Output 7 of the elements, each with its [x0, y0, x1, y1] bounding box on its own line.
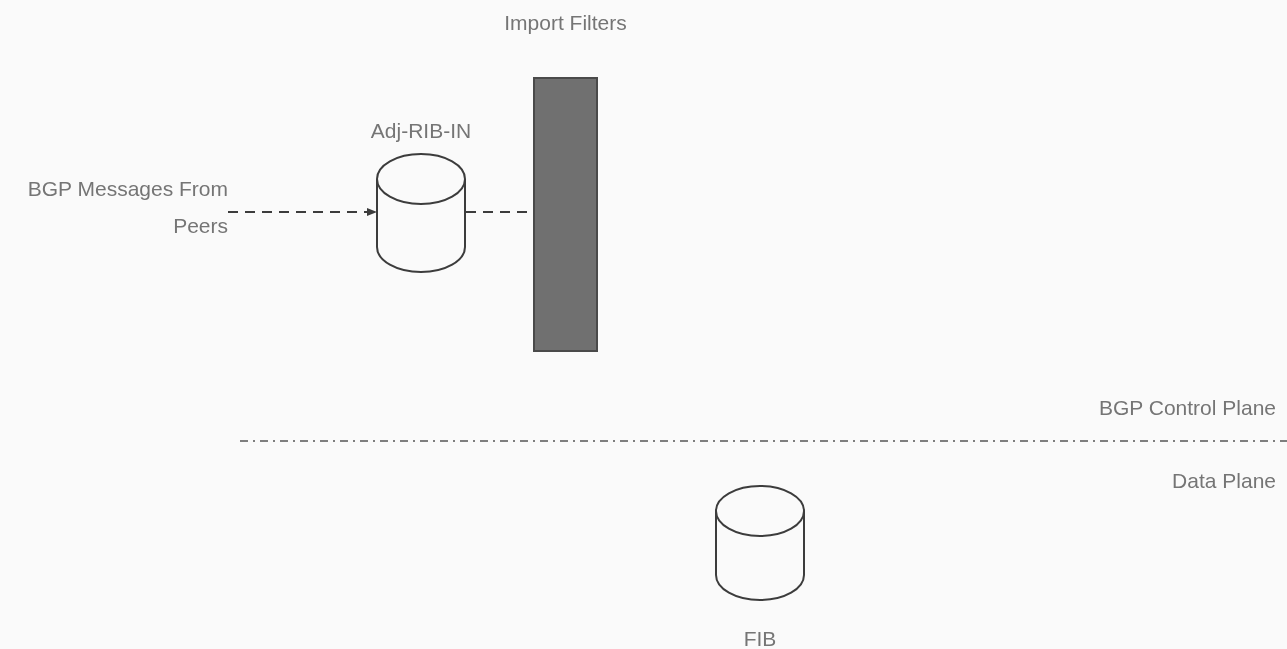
- plane-label: Data Plane: [1171, 468, 1276, 494]
- node-heading: FIB: [742, 626, 778, 649]
- arrow: [227, 208, 377, 216]
- source-label: BGP Messages From Peers: [26, 176, 228, 239]
- node-heading: Adj-RIB-IN: [369, 118, 473, 144]
- plane-label: BGP Control Plane: [1097, 395, 1276, 421]
- node-heading: Import Filters: [503, 10, 628, 36]
